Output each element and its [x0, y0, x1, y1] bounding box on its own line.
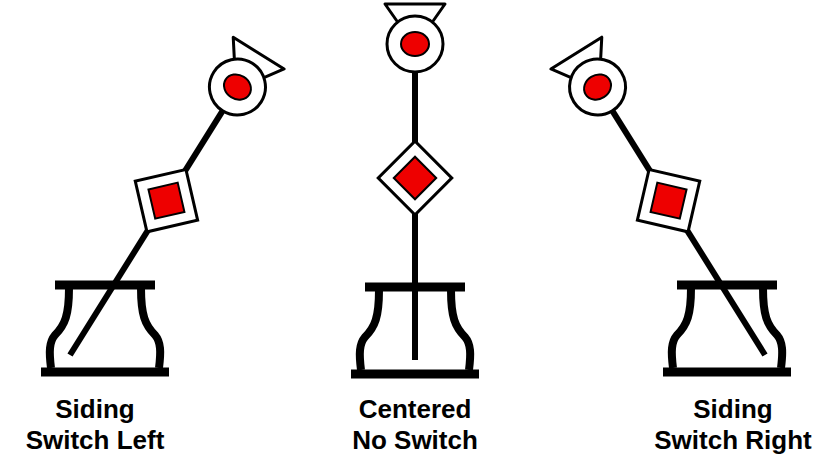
position-label: Centered No Switch [344, 394, 486, 456]
position-label: Siding Switch Right [653, 394, 813, 456]
position-label: Siding Switch Left [16, 394, 174, 456]
